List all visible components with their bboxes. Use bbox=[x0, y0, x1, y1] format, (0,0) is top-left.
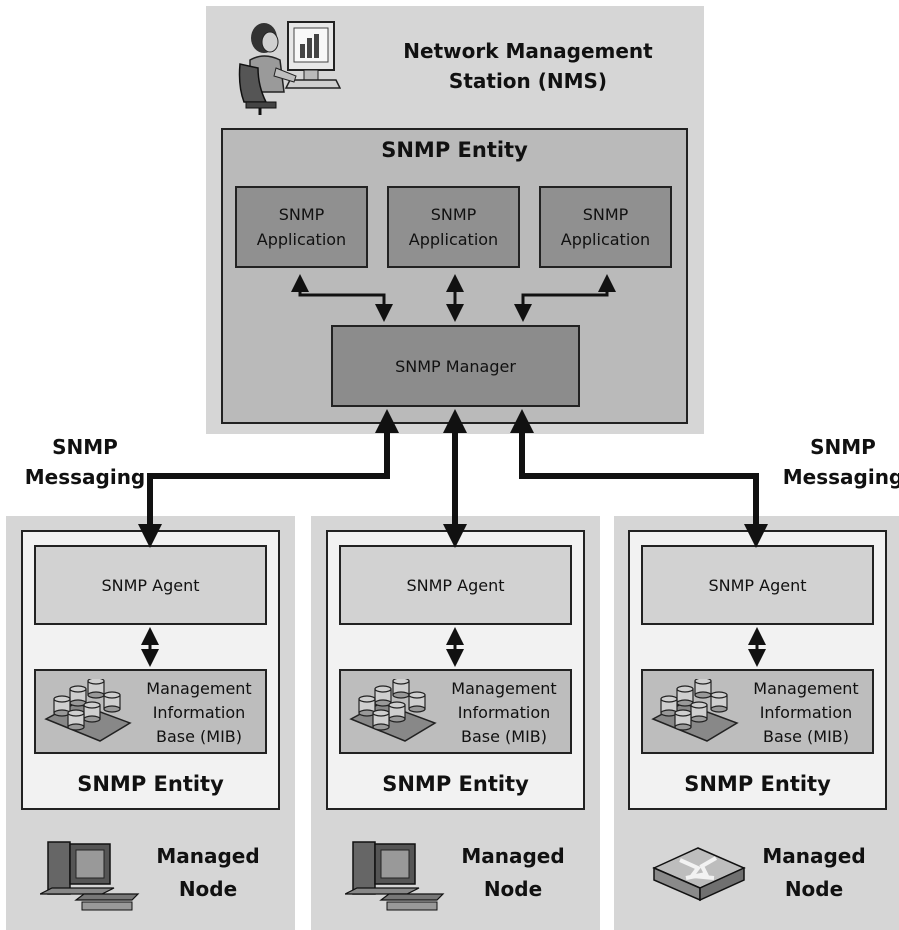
arrow-manager-agent3 bbox=[510, 409, 768, 548]
router-icon bbox=[652, 847, 746, 902]
mib-box-3: Management Information Base (MIB) bbox=[641, 669, 874, 754]
operator-at-computer-icon bbox=[238, 21, 341, 115]
managed-node-label-3: Managed Node bbox=[762, 844, 866, 901]
arrow-app3-manager bbox=[514, 274, 616, 322]
database-icon bbox=[44, 679, 132, 742]
mib-box-2: Management Information Base (MIB) bbox=[339, 669, 572, 754]
snmp-messaging-label-left: SNMP Messaging bbox=[24, 435, 146, 489]
node-entity-title-2: SNMP Entity bbox=[382, 772, 529, 796]
snmp-application-1: SNMP Application bbox=[235, 186, 368, 268]
mib-label-3: Management Information Base (MIB) bbox=[753, 679, 859, 746]
managed-node-label-2: Managed Node bbox=[461, 844, 565, 901]
node-entity-title-1: SNMP Entity bbox=[77, 772, 224, 796]
snmp-manager: SNMP Manager bbox=[331, 325, 580, 407]
node-entity-title-3: SNMP Entity bbox=[684, 772, 831, 796]
mib-box-1: Management Information Base (MIB) bbox=[34, 669, 267, 754]
managed-node-label-1: Managed Node bbox=[156, 844, 260, 901]
snmp-application-3: SNMP Application bbox=[539, 186, 672, 268]
nms-entity-title: SNMP Entity bbox=[381, 138, 528, 162]
computer-icon bbox=[345, 841, 445, 911]
database-icon bbox=[651, 679, 739, 742]
arrow-app1-manager bbox=[291, 274, 393, 322]
snmp-agent-2: SNMP Agent bbox=[339, 545, 572, 625]
nms-title: Network Management Station (NMS) bbox=[403, 39, 653, 93]
database-icon bbox=[349, 679, 437, 742]
mib-label-2: Management Information Base (MIB) bbox=[451, 679, 557, 746]
snmp-application-2: SNMP Application bbox=[387, 186, 520, 268]
mib-label-1: Management Information Base (MIB) bbox=[146, 679, 252, 746]
computer-icon bbox=[40, 841, 140, 911]
arrow-manager-agent1 bbox=[138, 409, 399, 548]
snmp-messaging-label-right: SNMP Messaging bbox=[782, 435, 899, 489]
